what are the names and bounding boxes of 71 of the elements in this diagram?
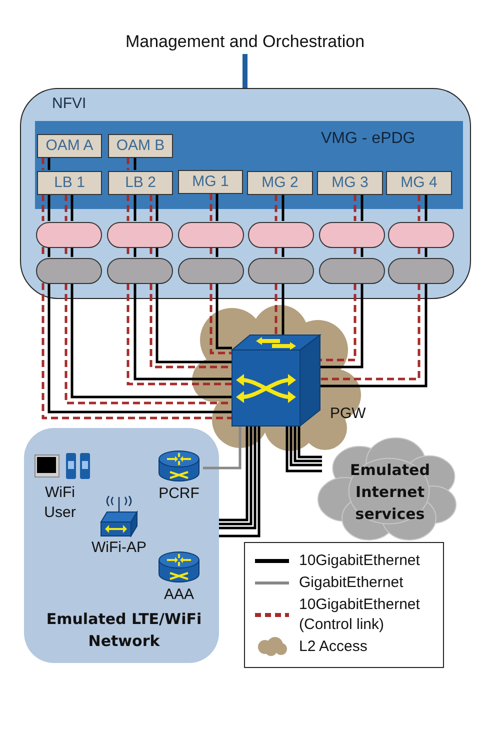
dashed-link-line [354, 194, 356, 221]
link-line [48, 194, 50, 221]
dashed-link-line [320, 283, 356, 362]
vm-box: OAM A [37, 134, 102, 158]
vm-box: MG 3 [317, 171, 383, 195]
link-line [360, 247, 364, 257]
dashed-link-line [354, 247, 356, 257]
vm-box: MG 4 [386, 171, 452, 195]
link-line [70, 247, 74, 257]
vm-box: MG 1 [178, 170, 243, 194]
legend-label: L2 Access [299, 637, 368, 657]
dashed-link-line [418, 194, 420, 221]
link-line [424, 194, 428, 221]
legend-label: 10GigabitEthernet (Control link) [299, 595, 421, 635]
vm-box: LB 2 [108, 171, 173, 195]
link-line [216, 193, 218, 221]
dashed-link-line [210, 247, 212, 257]
vnf-band [35, 121, 463, 209]
dashed-link-line [126, 157, 130, 170]
dashed-link-line [126, 194, 130, 221]
link-line [134, 157, 136, 170]
legend-label: GigabitEthernet [299, 573, 404, 593]
link-line [242, 54, 248, 88]
dashed-link-line [274, 283, 278, 335]
dashed-link-line [274, 194, 278, 221]
link-line [282, 283, 284, 335]
dashed-link-line [210, 193, 212, 221]
dashed-link-line [42, 247, 44, 257]
link-line [134, 247, 136, 257]
panel-title: Emulated LTE/WiFi Network [45, 609, 203, 652]
link-line [424, 247, 428, 257]
link-line [48, 157, 50, 170]
band-title: VMG - ePDG [321, 130, 416, 148]
link-line [216, 247, 218, 257]
dashed-link-line [42, 157, 44, 170]
link-line [219, 426, 260, 538]
orchestrator-label: Management and Orchestration [125, 32, 365, 51]
nfvi-panel [20, 88, 471, 299]
link-line [282, 194, 284, 221]
vm-box: LB 1 [37, 171, 102, 195]
vm-box: OAM B [108, 134, 173, 158]
link-line [48, 247, 50, 257]
link-line [156, 247, 158, 257]
link-line [70, 194, 74, 221]
link-line [156, 194, 158, 221]
network-panel [24, 428, 219, 663]
link-line [282, 247, 284, 257]
dashed-link-line [64, 247, 68, 257]
link-line [298, 426, 322, 458]
link-line [286, 426, 322, 472]
device-label: WiFi-AP [92, 539, 146, 556]
dashed-link-line [210, 283, 232, 354]
dashed-link-line [150, 194, 152, 221]
link-line [320, 283, 364, 368]
dashed-link-line [126, 247, 130, 257]
device-label: AAA [164, 586, 194, 603]
vm-box: MG 2 [247, 171, 313, 195]
panel-title: NFVI [52, 95, 86, 112]
dashed-link-line [418, 247, 420, 257]
dashed-link-line [274, 247, 278, 257]
legend-label: 10GigabitEthernet [299, 551, 421, 571]
link-line [134, 194, 136, 221]
dashed-link-line [42, 194, 44, 221]
link-line [216, 283, 232, 350]
link-line [360, 194, 364, 221]
device-label: WiFi User [43, 483, 77, 523]
link-line [203, 426, 242, 470]
dashed-link-line [150, 247, 152, 257]
dashed-link-line [64, 194, 68, 221]
cloud-label: Emulated Internet services [350, 460, 430, 525]
device-label: PCRF [158, 485, 200, 502]
